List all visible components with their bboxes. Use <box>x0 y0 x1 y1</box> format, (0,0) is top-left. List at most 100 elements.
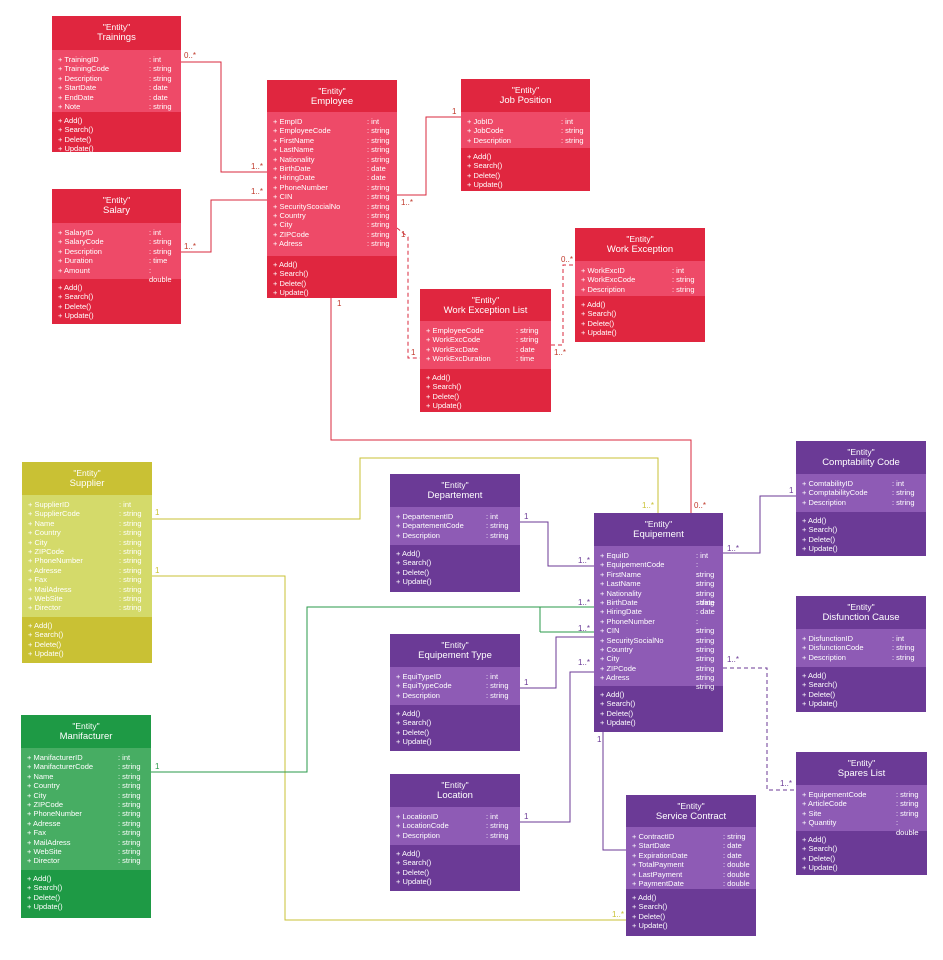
attribute-type: : string <box>118 781 141 791</box>
entity-attributes: + EquiID: int+ EquipementCode: string+ F… <box>594 546 723 691</box>
entity-name: Comptability Code <box>822 457 900 468</box>
attribute-type: : string <box>696 616 715 636</box>
attribute-name: + Name <box>28 518 55 528</box>
attribute-type: : string <box>672 284 695 294</box>
attribute-row: + LocationID: int <box>396 812 514 821</box>
entity-departement[interactable]: "Entity"Departement+ DepartementID: int+… <box>390 474 520 592</box>
entity-employee[interactable]: "Entity"Employee+ EmpID: int+ EmployeeCo… <box>267 80 397 298</box>
attribute-name: + PhoneNumber <box>273 182 328 192</box>
entity-disfunction-cause[interactable]: "Entity"Disfunction Cause+ DisfunctionID… <box>796 596 926 712</box>
attribute-type: : string <box>561 126 584 136</box>
entity-stereotype: "Entity" <box>441 480 469 490</box>
operation-update: + Update() <box>273 288 309 298</box>
attribute-row: + SupplierID: int <box>28 500 146 509</box>
entity-equipement[interactable]: "Entity"Equipement+ EquiID: int+ Equipem… <box>594 513 723 732</box>
attribute-row: + ZIPCode: string <box>273 230 391 239</box>
attribute-name: + ComtabilityID <box>802 479 854 488</box>
entity-operations: + Add()+ Search()+ Delete()+ Update() <box>390 545 520 592</box>
attribute-row: + EmployeeCode: string <box>273 126 391 135</box>
entity-salary[interactable]: "Entity"Salary+ SalaryID: int+ SalaryCod… <box>52 189 181 324</box>
entity-header: "Entity"Service Contract <box>626 795 756 827</box>
attribute-row: + PhoneNumber: string <box>27 809 145 818</box>
entity-supplier[interactable]: "Entity"Supplier+ SupplierID: int+ Suppl… <box>22 462 152 663</box>
attribute-name: + FirstName <box>600 569 642 579</box>
entity-header: "Entity"Departement <box>390 474 520 507</box>
attribute-name: + Note <box>58 101 81 111</box>
attribute-row: + Nationality: string <box>600 589 717 607</box>
operation-add: + Add() <box>632 893 657 902</box>
attribute-name: + BirthDate <box>273 163 311 173</box>
attribute-name: + Description <box>581 284 625 294</box>
entity-operations: + Add()+ Search()+ Delete()+ Update() <box>626 889 756 936</box>
attribute-name: + City <box>600 654 620 664</box>
entity-name: Salary <box>103 205 130 216</box>
attribute-row: + EquipementCode: string <box>802 790 921 799</box>
attribute-type: : string <box>516 335 539 345</box>
attribute-name: + WorkExcDuration <box>426 354 491 364</box>
attribute-row: + BirthDate: date <box>600 598 717 607</box>
entity-operations: + Add()+ Search()+ Delete()+ Update() <box>22 617 152 663</box>
attribute-row: + Country: string <box>600 645 717 663</box>
attribute-name: + Director <box>27 856 60 866</box>
attribute-type: : string <box>118 828 141 838</box>
attribute-name: + Country <box>28 528 61 538</box>
mult-equipement-comptability: 1..* <box>727 544 739 553</box>
entity-work-exception[interactable]: "Entity"Work Exception+ WorkExcID: int+ … <box>575 228 705 342</box>
attribute-row: + Note: string <box>58 102 175 111</box>
operation-delete: + Delete() <box>396 567 430 577</box>
operation-update: + Update() <box>581 328 617 338</box>
entity-header: "Entity"Trainings <box>52 16 181 50</box>
entity-attributes: + EmpID: int+ EmployeeCode: string+ Firs… <box>267 112 397 256</box>
operation-update: + Update() <box>802 699 838 709</box>
entity-attributes: + DepartementID: int+ DepartementCode: s… <box>390 507 520 545</box>
entity-manufacturer[interactable]: "Entity"Manifacturer+ ManifacturerID: in… <box>21 715 151 918</box>
attribute-row: + LastName: string <box>600 579 717 597</box>
attribute-row: + TrainingID: int <box>58 55 175 64</box>
attribute-name: + Description <box>396 830 440 840</box>
operation-delete: + Delete() <box>58 301 92 311</box>
attribute-type: : string <box>118 771 141 781</box>
attribute-type: : string <box>119 528 142 538</box>
entity-comptability-code[interactable]: "Entity"Comptability Code+ ComtabilityID… <box>796 441 926 556</box>
operation-search: + Search() <box>581 309 617 319</box>
entity-service-contract[interactable]: "Entity"Service Contract + ContractID: st… <box>626 795 756 936</box>
attribute-type: : date <box>149 83 168 93</box>
attribute-row: + Description: string <box>802 653 920 662</box>
attribute-row: + HiringDate: date <box>600 607 717 616</box>
operation-add: + Add() <box>273 260 298 269</box>
attribute-name: + MailAdress <box>28 584 72 594</box>
entity-name: Trainings <box>97 32 136 43</box>
attribute-row: + Name: string <box>28 519 146 528</box>
entity-stereotype: "Entity" <box>318 86 346 96</box>
operation-add: + Add() <box>58 283 83 292</box>
entity-name: Equipement Type <box>418 650 492 661</box>
attribute-name: + StartDate <box>632 841 671 851</box>
attribute-row: + Fax : string <box>27 828 145 837</box>
attribute-type: : int <box>696 551 709 560</box>
attribute-row: + ArticleCode: string <box>802 799 921 808</box>
attribute-name: + StartDate <box>58 83 97 93</box>
entity-work-exception-list[interactable]: "Entity"Work Exception List+ EmployeeCod… <box>420 289 551 412</box>
attribute-name: + Fax <box>27 828 46 838</box>
entity-equipement-type[interactable]: "Entity"Equipement Type+ EquiTypeID: int… <box>390 634 520 751</box>
entity-location[interactable]: "Entity"Location+ LocationID: int+ Locat… <box>390 774 520 891</box>
attribute-row: + ZIPCode: string <box>600 664 717 682</box>
attribute-name: + EndDate <box>58 92 94 102</box>
entity-attributes: + SupplierID: int+ SupplierCode: string+… <box>22 495 152 617</box>
operation-add: + Add() <box>802 516 827 525</box>
link-location-equipement <box>520 671 594 823</box>
entity-job-position[interactable]: "Entity"Job Position+ JobID: int+ JobCod… <box>461 79 590 191</box>
mult-equipement-manufacturer: 1..* <box>578 598 590 607</box>
attribute-type: : string <box>149 64 172 74</box>
entity-name: Disfunction Cause <box>822 612 900 623</box>
attribute-name: + CIN <box>600 626 620 636</box>
entity-stereotype: "Entity" <box>102 22 131 32</box>
link-departement-equipement <box>520 521 594 567</box>
attribute-name: + DepartementCode <box>396 521 464 531</box>
entity-trainings[interactable]: "Entity"Trainings+ TrainingID: int+ Trai… <box>52 16 181 153</box>
attribute-row: + EquiID: int <box>600 551 717 560</box>
attribute-name: + WorkExcDate <box>426 344 479 354</box>
entity-spares-list[interactable]: "Entity"Spares List+ EquipementCode: str… <box>796 752 927 875</box>
attribute-row: + ExpirationDate: date <box>632 851 750 860</box>
attribute-row: + ContractID: string <box>632 832 750 841</box>
